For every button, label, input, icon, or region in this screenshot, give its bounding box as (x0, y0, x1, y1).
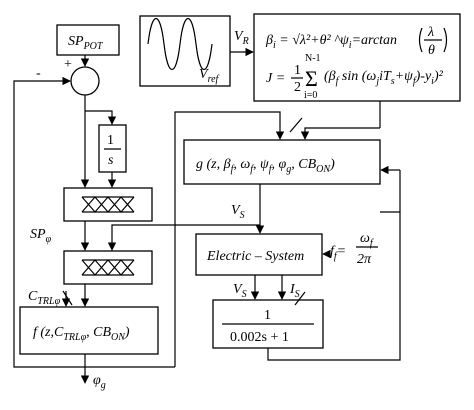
minus-sign: - (36, 66, 41, 81)
svg-text:i=0: i=0 (304, 90, 317, 101)
reference-signal-block (139, 15, 231, 87)
sp-pot-block: SPPOT (56, 24, 120, 56)
ctrl-phi-label: CTRLφ (28, 289, 61, 307)
g-function-block: g (z, βf, ωf, ψf, φg, CBON) (183, 139, 381, 185)
svg-text:ff=: ff= (330, 244, 346, 262)
f-function-block: f (z,CTRLφ, CBON) (19, 306, 159, 355)
svg-text:1: 1 (264, 308, 271, 323)
svg-text:2π: 2π (357, 252, 372, 267)
svg-text:N-1: N-1 (305, 53, 321, 64)
v-r-label: VR (234, 29, 249, 47)
svg-text:1: 1 (107, 133, 114, 148)
svg-text:s: s (108, 153, 114, 168)
switch-block-2 (63, 250, 153, 285)
optimization-equations-block: βi = √λ²+θ² ^ψi=arctan λ θ J = 1 2 N-1 Σ… (253, 13, 461, 102)
integrator-block: 1 s (98, 124, 127, 173)
switch-block-1 (63, 187, 153, 222)
svg-text:ωf: ωf (360, 231, 374, 249)
beta-equation: βi = √λ²+θ² ^ψi=arctan (265, 33, 397, 51)
electric-system-block: Electric – System (195, 233, 323, 276)
sp-phi-label: SPφ (30, 227, 52, 245)
signal-lines (13, 47, 401, 384)
v-s-label-2: VS (233, 282, 247, 300)
phi-g-label: φg (93, 373, 106, 391)
i-s-label: IS (289, 282, 300, 300)
filter-block: 1 0.002s + 1 (212, 299, 324, 349)
svg-text:f (z,CTRLφ, CBON): f (z,CTRLφ, CBON) (33, 325, 130, 343)
svg-text:2: 2 (294, 80, 301, 95)
v-s-label-1: VS (231, 203, 245, 221)
frequency-formula: ff= ωf 2π (330, 231, 378, 267)
svg-text:0.002s + 1: 0.002s + 1 (230, 330, 289, 345)
summing-junction (70, 66, 100, 96)
svg-text:SPPOT: SPPOT (68, 34, 104, 52)
svg-text:Σ: Σ (305, 66, 318, 91)
svg-text:Electric – System: Electric – System (206, 249, 304, 264)
v-ref-label: Vref (199, 67, 220, 85)
svg-text:1: 1 (294, 63, 301, 78)
svg-text:θ: θ (428, 43, 435, 58)
j-equation: J = (266, 71, 285, 86)
svg-text:λ: λ (427, 25, 434, 40)
svg-text:(βf sin (ωjiTs+ψf)-yi)²: (βf sin (ωjiTs+ψf)-yi)² (324, 69, 444, 87)
svg-text:g (z, βf, ωf, ψf, φg, CBON): g (z, βf, ωf, ψf, φg, CBON) (196, 157, 335, 175)
plus-sign: + (64, 57, 72, 72)
